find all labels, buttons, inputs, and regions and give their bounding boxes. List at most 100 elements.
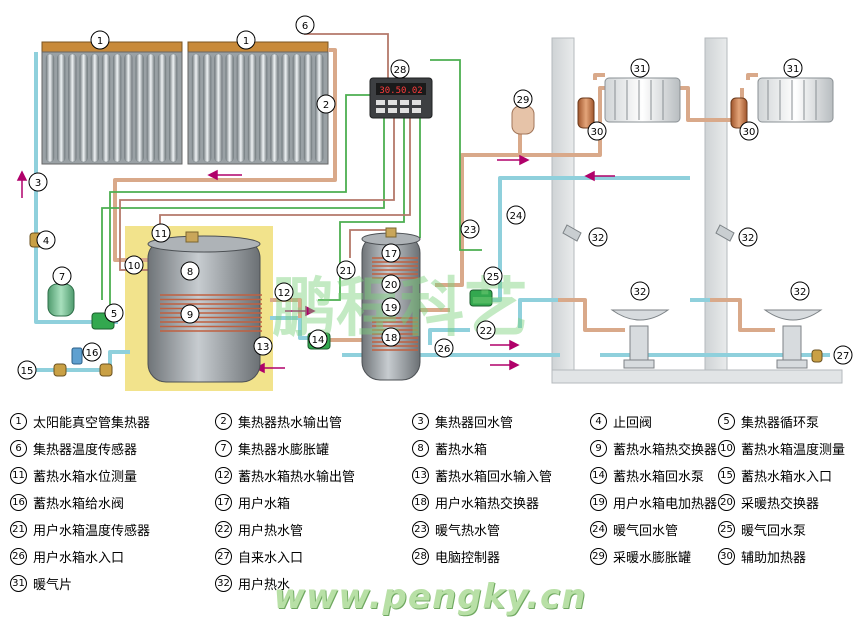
vacuum-tube [236,53,246,163]
legend-text: 暖气热水管 [435,523,501,539]
footer-url: www.pengky.cn [273,577,587,617]
callout-c29: 29 [513,89,533,109]
vacuum-tube [270,53,279,163]
callout-c30b: 30 [739,121,759,141]
callout-number: 28 [394,65,407,76]
vacuum-tube [168,53,178,163]
vacuum-tube [225,53,234,163]
legend-number: 1 [10,412,27,430]
callout-number: 15 [21,366,34,377]
legend-item: 11 蓄热水箱水位测量 [10,464,137,486]
callout-number: 27 [837,351,850,362]
collector-expansion-tank [47,283,75,317]
legend-number: 8 [412,439,429,457]
callout-number: 16 [86,348,99,359]
callout-c8: 8 [180,261,200,281]
callout-controller: 28 [390,59,410,79]
legend-text: 蓄热水箱 [435,442,488,458]
callout-c18: 18 [381,327,401,347]
controller-display: 30.50.02 [379,86,422,96]
callout-c15: 15 [17,360,37,380]
legend-number: 3 [412,412,429,430]
callout-number: 30 [591,127,604,138]
callout-c13: 13 [253,336,273,356]
legend-text: 用户水箱水入口 [33,550,125,566]
legend-text: 电脑控制器 [435,550,501,566]
computer-controller[interactable]: 30.50.02 [369,77,433,119]
legend-number: 27 [215,547,232,565]
vacuum-tube [258,53,268,163]
legend-text: 辅助加热器 [741,550,807,566]
callout-number: 18 [385,333,398,344]
vacuum-tube [191,53,201,163]
callout-number: 2 [323,100,329,111]
callout-c7: 7 [52,266,72,286]
callout-c21: 21 [336,260,356,280]
legend-number: 24 [590,520,607,538]
callout-c31a: 31 [630,58,650,78]
legend-number: 10 [718,439,735,457]
vacuum-tube [90,53,100,163]
legend-number: 7 [215,439,232,457]
legend-text: 蓄热水箱水入口 [741,469,833,485]
vacuum-tube [247,53,257,163]
callout-c12: 12 [274,282,294,302]
legend-text: 用户水箱温度传感器 [33,523,151,539]
callout-number: 22 [480,326,493,337]
legend-number: 16 [10,493,27,511]
callout-c27: 27 [833,345,853,365]
legend-number: 14 [590,466,607,484]
legend-number: 13 [412,466,429,484]
legend-item: 8 蓄热水箱 [412,437,487,459]
legend-number: 26 [10,547,27,565]
legend-number: 12 [215,466,232,484]
callout-c24: 24 [506,205,526,225]
callout-number: 9 [187,310,193,321]
wash-basins [610,309,823,369]
legend-text: 蓄热水箱回水输入管 [435,469,553,485]
legend-text: 蓄热水箱回水泵 [613,469,705,485]
legend-text: 蓄热水箱水位测量 [33,469,138,485]
callout-c6: 6 [295,15,315,35]
legend-text: 集热器回水管 [435,415,514,431]
callout-c5: 5 [104,303,124,323]
vacuum-tube [101,53,111,163]
vacuum-tube [292,53,302,163]
vacuum-tube [79,53,88,163]
callout-number: 5 [111,309,117,320]
building-walls [551,37,843,384]
callout-number: 10 [128,261,141,272]
callout-c3: 3 [28,172,48,192]
legend-text: 暖气回水管 [613,523,679,539]
legend-text: 集热器温度传感器 [33,442,138,458]
callout-number: 32 [742,233,755,244]
legend-number: 29 [590,547,607,565]
legend-number: 11 [10,466,27,484]
flow-arrows [16,154,615,374]
callout-c17: 17 [381,243,401,263]
radiator-right [757,77,834,123]
callout-c32c: 32 [630,281,650,301]
callout-number: 17 [385,249,398,260]
callout-number: 26 [438,344,451,355]
legend-text: 采暖热交换器 [741,496,820,512]
callout-number: 3 [35,178,41,189]
legend-text: 暖气片 [33,577,73,593]
legend-text: 用户水箱 [238,496,291,512]
legend-number: 31 [10,574,27,592]
callout-c25: 25 [483,266,503,286]
solar-heating-system-diagram: 30.50.02 鹏程科艺 11234567891011121314151617… [16,15,853,391]
